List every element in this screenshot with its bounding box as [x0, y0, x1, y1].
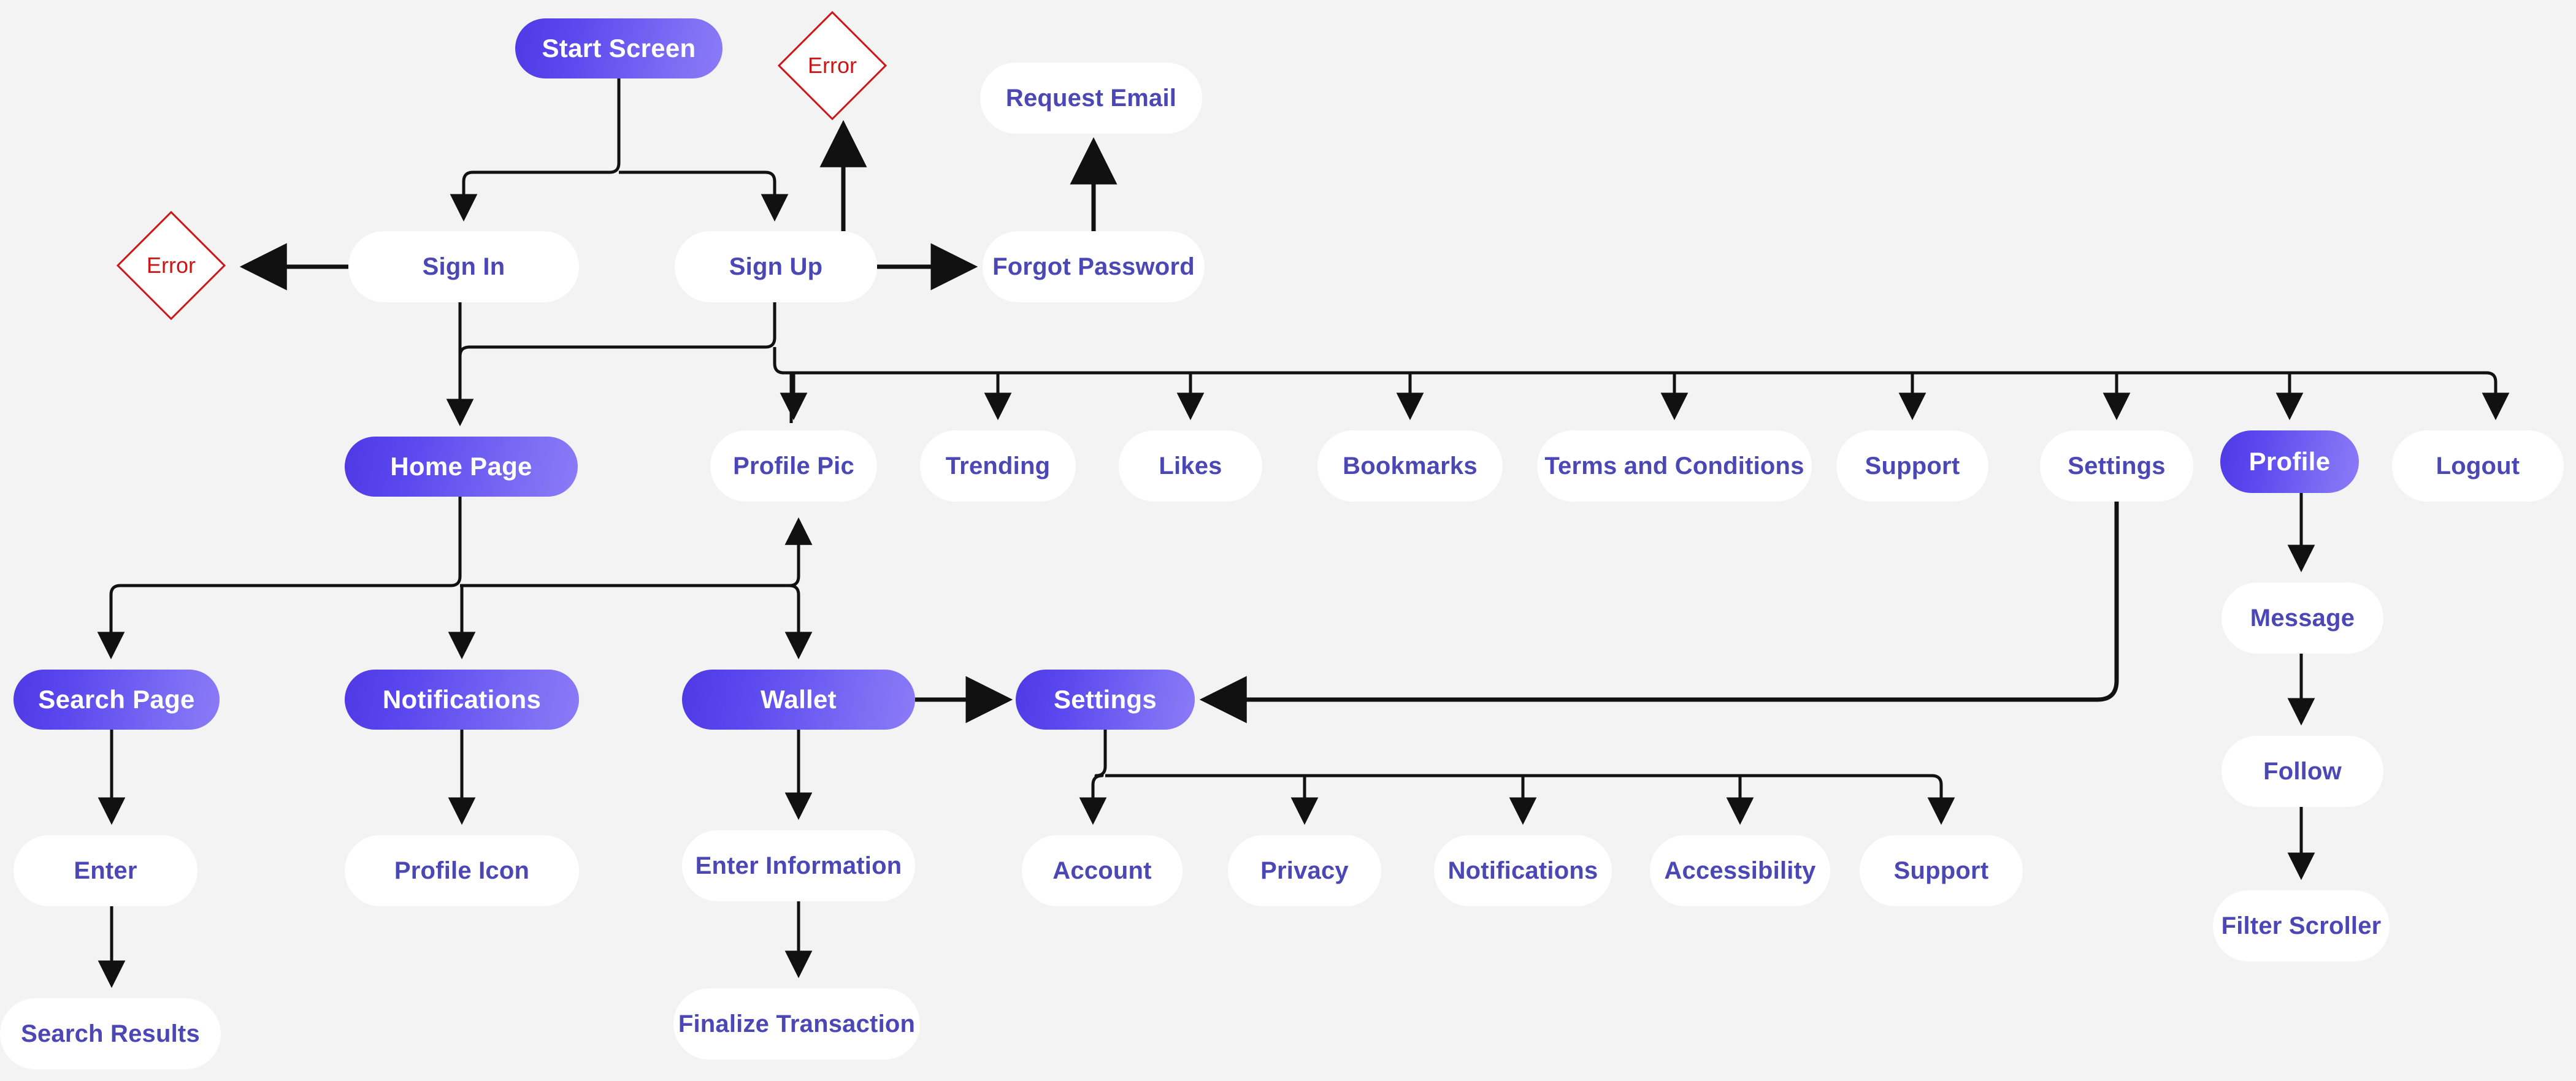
edge-subbus-line: [1105, 774, 1955, 825]
node-settings-main[interactable]: Settings: [1016, 670, 1195, 730]
edge-start-to-signin: [450, 78, 621, 222]
node-error-left[interactable]: Error: [116, 210, 226, 321]
node-privacy[interactable]: Privacy: [1228, 835, 1381, 906]
node-profile[interactable]: Profile: [2220, 430, 2359, 493]
edge-home-to-row3-bus: [97, 497, 462, 660]
node-account[interactable]: Account: [1022, 835, 1183, 906]
node-wallet[interactable]: Wallet: [682, 670, 915, 730]
node-notifications-sub[interactable]: Notifications: [1434, 835, 1612, 906]
node-support-sub[interactable]: Support: [1860, 835, 2023, 906]
node-enter-information[interactable]: Enter Information: [682, 830, 915, 901]
node-profile-icon[interactable]: Profile Icon: [345, 835, 579, 906]
node-message[interactable]: Message: [2221, 583, 2383, 654]
node-error-left-label: Error: [147, 253, 196, 278]
edge-settingsmid-to-subbus: [1079, 730, 1107, 825]
node-settings-top[interactable]: Settings: [2040, 430, 2193, 502]
node-logout[interactable]: Logout: [2392, 430, 2564, 502]
edge-row3-bus-to-wallet: [460, 584, 813, 660]
node-terms-and-conditions[interactable]: Terms and Conditions: [1537, 430, 1812, 502]
node-sign-in[interactable]: Sign In: [348, 231, 579, 302]
node-follow[interactable]: Follow: [2221, 736, 2383, 807]
node-filter-scroller[interactable]: Filter Scroller: [2213, 890, 2390, 961]
node-trending[interactable]: Trending: [920, 430, 1076, 502]
node-search-page[interactable]: Search Page: [13, 670, 220, 730]
node-likes[interactable]: Likes: [1119, 430, 1262, 502]
node-search-results[interactable]: Search Results: [0, 998, 221, 1069]
edge-signup-merge-home: [458, 302, 776, 357]
node-error-top[interactable]: Error: [777, 10, 887, 121]
node-home-page[interactable]: Home Page: [345, 437, 578, 497]
node-request-email[interactable]: Request Email: [980, 63, 1202, 134]
node-bookmarks[interactable]: Bookmarks: [1317, 430, 1503, 502]
edge-signup-to-menu-bus: [773, 347, 2510, 421]
node-sign-up[interactable]: Sign Up: [675, 231, 877, 302]
node-support-top[interactable]: Support: [1836, 430, 1988, 502]
node-start-screen[interactable]: Start Screen: [515, 18, 723, 78]
edge-start-to-signup: [619, 170, 789, 222]
node-error-top-label: Error: [808, 53, 857, 78]
edge-settingstop-to-settingsmid: [1199, 502, 2119, 724]
node-accessibility[interactable]: Accessibility: [1650, 835, 1830, 906]
node-profile-pic[interactable]: Profile Pic: [710, 430, 877, 502]
edge-row3-bus-to-notifications: [448, 584, 476, 660]
node-forgot-password[interactable]: Forgot Password: [983, 231, 1205, 302]
node-notifications-main[interactable]: Notifications: [345, 670, 579, 730]
node-enter[interactable]: Enter: [13, 835, 197, 906]
node-finalize-transaction[interactable]: Finalize Transaction: [673, 988, 920, 1060]
edge-row3-bus-to-profilepic-up: [784, 517, 813, 587]
